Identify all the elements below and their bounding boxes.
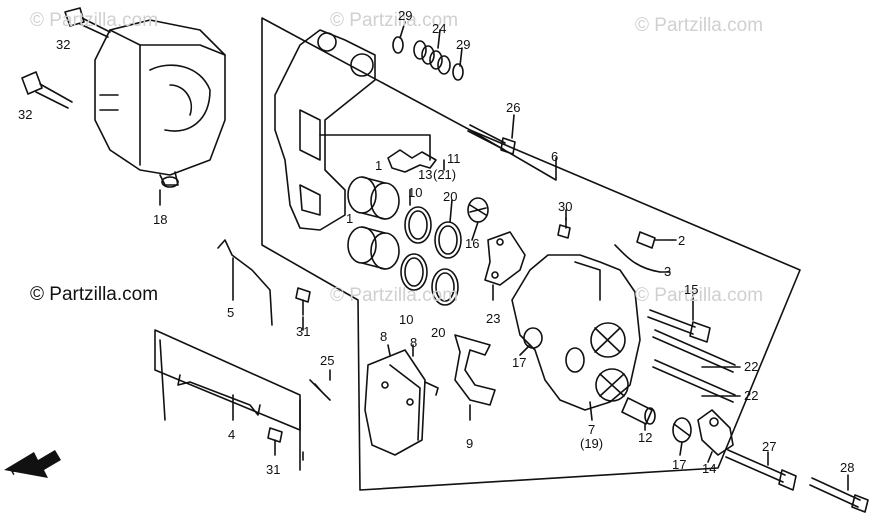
boot-16 — [467, 197, 489, 223]
callout-12: 12 — [638, 430, 653, 445]
seal-20-lower — [431, 268, 459, 306]
callout-16: 16 — [465, 236, 480, 251]
callout-26: 26 — [506, 100, 521, 115]
callout-29: 29 — [456, 37, 471, 52]
callout-14: 14 — [702, 461, 717, 476]
bolt-31-lower — [267, 427, 283, 456]
callout-5: 5 — [227, 305, 235, 320]
callout-13-sub: (21) — [433, 167, 457, 182]
watermark: © Partzilla.com — [330, 285, 459, 306]
watermark: © Partzilla.com — [330, 10, 459, 31]
callout-8: 8 — [410, 335, 418, 350]
callout-13: 13 — [418, 167, 433, 182]
callout-27: 27 — [762, 439, 777, 454]
callout-1: 1 — [375, 158, 383, 173]
callout-22: 22 — [744, 359, 759, 374]
pin-22-upper — [652, 329, 736, 373]
seal-20-upper — [434, 221, 462, 259]
pin-4 — [177, 374, 261, 416]
bleeder-2 — [636, 231, 673, 249]
bolt-30 — [557, 217, 571, 239]
watermark: © Partzilla.com — [30, 10, 159, 31]
callout-29: 29 — [398, 8, 413, 23]
bolt-32-upper — [64, 7, 111, 38]
callout-20: 20 — [431, 325, 446, 340]
callout-2: 2 — [678, 233, 686, 248]
callout-6: 6 — [551, 149, 559, 164]
callout-1: 1 — [346, 211, 354, 226]
washer-29-left — [392, 36, 404, 54]
bolt-32-lower — [21, 71, 73, 109]
callout-31: 31 — [296, 324, 311, 339]
callout-9: 9 — [466, 436, 474, 451]
pin-5 — [217, 239, 273, 326]
callout-11: 11 — [447, 151, 461, 166]
callout-25: 25 — [320, 353, 335, 368]
pad-spring-9 — [454, 334, 496, 406]
seal-10-lower — [400, 253, 428, 291]
sleeve-12 — [621, 397, 656, 425]
caliper-body-upper — [94, 19, 226, 188]
callout-17: 17 — [672, 457, 687, 472]
watermark-main: © Partzilla.com — [30, 284, 159, 305]
watermark: © Partzilla.com — [635, 285, 764, 306]
clip-13 — [387, 149, 437, 173]
bolt-25 — [309, 379, 331, 401]
callout-10: 10 — [408, 185, 423, 200]
caliper-bracket — [274, 29, 431, 231]
washer-29-right — [452, 63, 464, 81]
caliper-7 — [511, 254, 641, 411]
seal-10-upper — [404, 206, 432, 244]
bolt-31-upper — [295, 287, 311, 316]
assembly-boundary — [261, 17, 801, 491]
bolt-28 — [809, 477, 869, 513]
fwd-arrow — [4, 450, 61, 478]
plate-23 — [484, 231, 526, 286]
callout-30: 30 — [558, 199, 573, 214]
bracket-14 — [697, 409, 734, 456]
pin-group-boundary — [154, 329, 301, 431]
callout-7-sub: (19) — [580, 436, 604, 451]
spring-24 — [413, 40, 451, 75]
spring-3 — [614, 244, 661, 273]
watermark: © Partzilla.com — [635, 15, 764, 36]
bolt-15 — [647, 309, 711, 343]
callout-3: 3 — [664, 264, 672, 279]
boot-17-lower — [672, 417, 692, 443]
callout-22: 22 — [744, 388, 759, 403]
callout-4: 4 — [228, 427, 236, 442]
callout-18: 18 — [153, 212, 168, 227]
callout-32: 32 — [56, 37, 71, 52]
piston-1-upper — [347, 176, 400, 220]
callout-17: 17 — [512, 355, 527, 370]
callout-28: 28 — [840, 460, 855, 475]
callout-32: 32 — [18, 107, 33, 122]
callout-15: 15 — [684, 282, 699, 297]
callout-8: 8 — [380, 329, 388, 344]
bolt-27 — [725, 449, 797, 491]
callout-31: 31 — [266, 462, 281, 477]
boot-17-upper — [523, 327, 543, 349]
callout-10: 10 — [399, 312, 414, 327]
callout-7: 7 — [588, 422, 596, 437]
piston-1-lower — [347, 226, 400, 270]
brake-pad-8 — [364, 349, 439, 456]
callout-20: 20 — [443, 189, 458, 204]
callout-23: 23 — [486, 311, 501, 326]
callout-24: 24 — [432, 21, 447, 36]
